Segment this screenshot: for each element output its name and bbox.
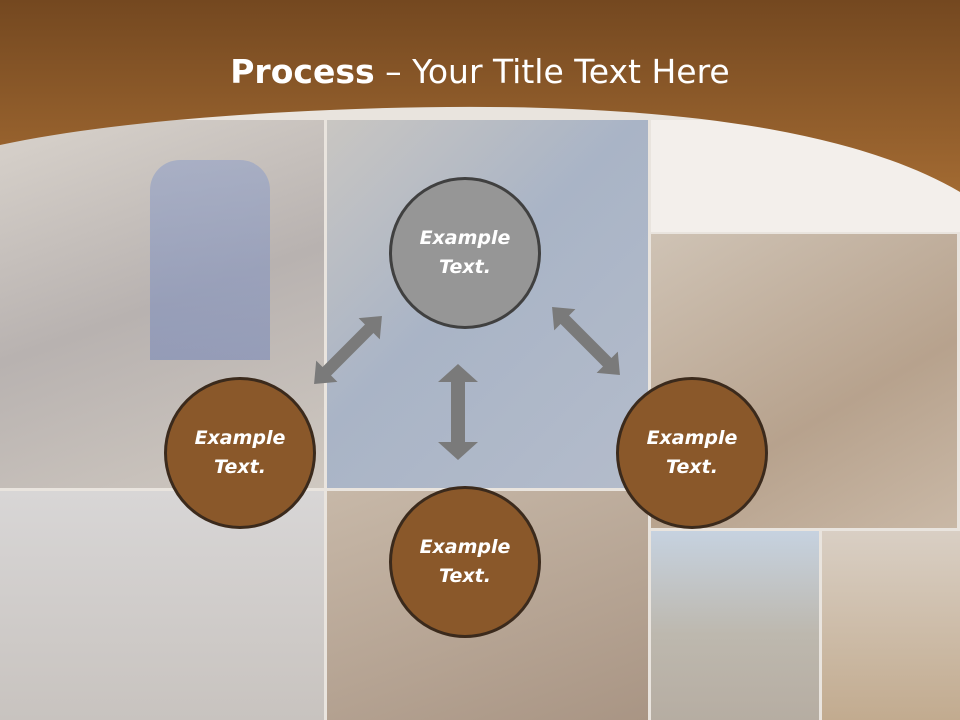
header-banner bbox=[0, 0, 960, 192]
process-step-top: Example Text. bbox=[389, 177, 541, 329]
title-bold: Process bbox=[230, 52, 375, 91]
slide-title: Process – Your Title Text Here bbox=[0, 52, 960, 91]
photo-forklift bbox=[651, 531, 819, 720]
process-step-bottom: Example Text. bbox=[389, 486, 541, 638]
double-arrow-top-right-icon bbox=[552, 307, 620, 375]
process-step-left: Example Text. bbox=[164, 377, 316, 529]
photo-truck-interior bbox=[822, 531, 960, 720]
title-rest: – Your Title Text Here bbox=[374, 52, 730, 91]
double-arrow-top-left-icon bbox=[314, 316, 382, 384]
double-arrow-vertical-icon bbox=[438, 364, 478, 460]
photo-silos bbox=[0, 491, 324, 720]
photo-worker-blue bbox=[150, 160, 270, 360]
process-step-right: Example Text. bbox=[616, 377, 768, 529]
